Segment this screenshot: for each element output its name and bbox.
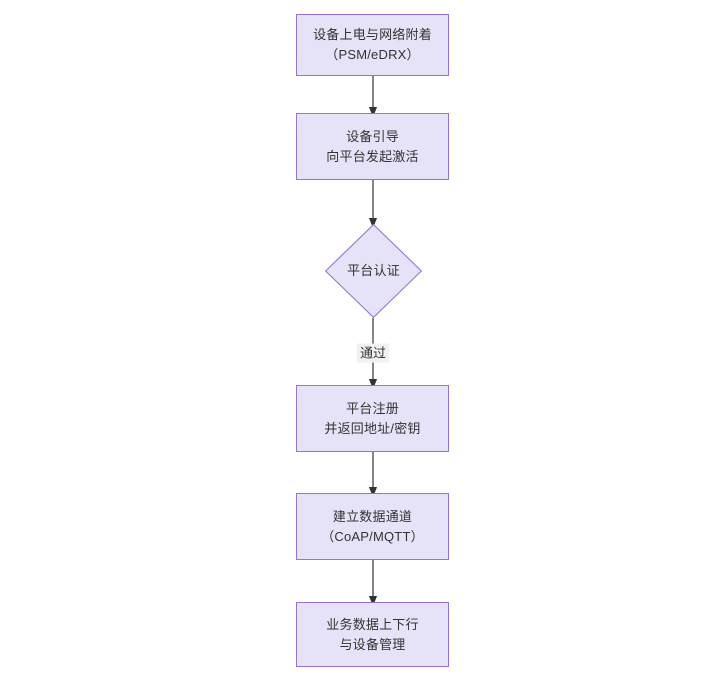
node-device-bootstrap[interactable]: 设备引导 向平台发起激活 [296,113,449,180]
node-label: 业务数据上下行 与设备管理 [326,616,419,652]
node-label: 建立数据通道 （CoAP/MQTT） [321,508,424,544]
node-business-data-and-device-management[interactable]: 业务数据上下行 与设备管理 [296,602,449,667]
diamond-icon [325,224,422,318]
node-label: 平台注册 并返回地址/密钥 [324,400,421,436]
node-platform-authentication[interactable]: 平台认证 [325,224,422,318]
node-establish-data-channel[interactable]: 建立数据通道 （CoAP/MQTT） [296,493,449,560]
node-label: 平台认证 [347,263,400,278]
node-platform-registration[interactable]: 平台注册 并返回地址/密钥 [296,385,449,452]
edge-label-pass: 通过 [356,343,390,363]
node-device-power-on[interactable]: 设备上电与网络附着 （PSM/eDRX） [296,14,449,76]
node-label: 设备上电与网络附着 （PSM/eDRX） [313,27,432,62]
node-label: 设备引导 向平台发起激活 [326,128,419,164]
